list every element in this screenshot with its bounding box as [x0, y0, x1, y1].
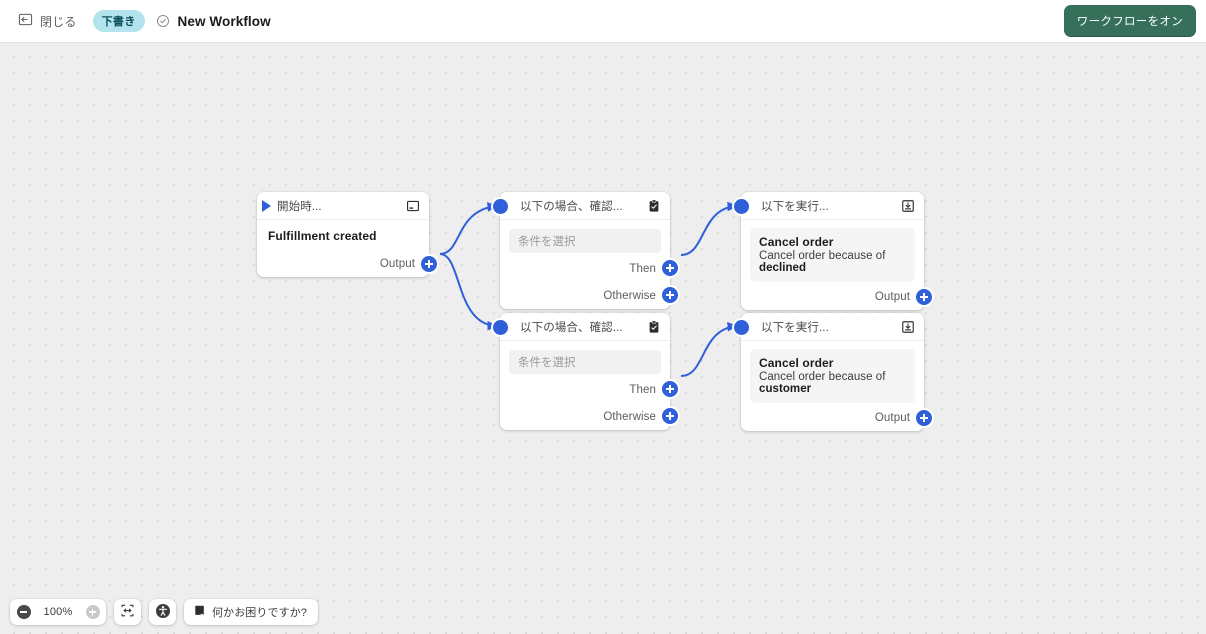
- node-header-label: 以下を実行...: [761, 200, 829, 213]
- action-detail-card: Cancel order Cancel order because of cus…: [750, 349, 915, 403]
- otherwise-label: Otherwise: [603, 289, 656, 302]
- condition-placeholder: 条件を選択: [518, 357, 576, 369]
- output-label: Output: [379, 258, 415, 270]
- fit-to-screen-button[interactable]: [114, 599, 141, 625]
- node-header: 開始時...: [257, 192, 429, 220]
- node-header-label: 以下を実行...: [761, 321, 829, 334]
- input-connector-dot[interactable]: [493, 199, 508, 214]
- help-button[interactable]: 何かお困りですか?: [184, 599, 319, 625]
- minus-circle-icon: [16, 605, 31, 619]
- exit-arrow-icon: [18, 12, 33, 30]
- then-label: Then: [629, 383, 656, 396]
- node-output-row: Output: [257, 251, 437, 277]
- fit-control-group: [114, 599, 141, 625]
- zoom-level-value: 100%: [43, 606, 73, 618]
- action-title: Cancel order: [759, 356, 834, 370]
- book-icon: [193, 604, 206, 620]
- display-monitor-icon: [406, 199, 420, 213]
- canvas-toolbar: 100%: [10, 599, 319, 625]
- input-connector-dot[interactable]: [734, 320, 749, 335]
- node-title: Fulfillment created: [268, 229, 377, 243]
- action-title: Cancel order: [759, 235, 834, 249]
- then-connector-add-button[interactable]: [662, 381, 678, 397]
- then-label: Then: [629, 262, 656, 275]
- action-description-emphasis: customer: [759, 383, 812, 395]
- plus-circle-icon: [85, 605, 100, 619]
- status-badge: 下書き: [92, 10, 145, 32]
- output-label: Output: [874, 291, 910, 303]
- condition-select-field[interactable]: 条件を選択: [509, 229, 661, 253]
- zoom-control-group: 100%: [10, 599, 106, 625]
- node-header: 以下を実行...: [741, 192, 924, 220]
- node-body: Fulfillment created: [257, 220, 429, 251]
- clipboard-check-icon: [647, 199, 661, 213]
- node-header-label: 以下の場合、確認...: [520, 200, 623, 213]
- node-action-2[interactable]: 以下を実行... Cancel order Cancel order becau…: [734, 313, 932, 431]
- connector-edges: [439, 201, 739, 377]
- zoom-out-button[interactable]: [10, 599, 37, 625]
- page-title: New Workflow: [177, 13, 271, 29]
- action-description-prefix: Cancel order because of: [759, 250, 886, 262]
- output-label: Output: [874, 412, 910, 424]
- close-button[interactable]: 閉じる: [12, 8, 83, 34]
- otherwise-label: Otherwise: [603, 410, 656, 423]
- node-output-row: Output: [741, 405, 932, 431]
- condition-select-field[interactable]: 条件を選択: [509, 350, 661, 374]
- action-description-prefix: Cancel order because of: [759, 371, 886, 383]
- output-connector-add-button[interactable]: [916, 410, 932, 426]
- node-output-row: Output: [741, 284, 932, 310]
- fit-to-screen-icon: [120, 603, 135, 621]
- node-header-label: 開始時...: [277, 200, 322, 213]
- input-connector-dot[interactable]: [734, 199, 749, 214]
- save-download-icon: [901, 199, 915, 213]
- condition-placeholder: 条件を選択: [518, 236, 576, 248]
- save-download-icon: [901, 320, 915, 334]
- turn-workflow-on-button[interactable]: ワークフローをオン: [1063, 5, 1196, 37]
- node-condition-1[interactable]: 以下の場合、確認... 条件を選択 Then Otherwise: [493, 192, 678, 309]
- check-circle-icon: [156, 14, 170, 28]
- node-header: 以下を実行...: [741, 313, 924, 341]
- input-connector-dot[interactable]: [493, 320, 508, 335]
- action-description: Cancel order because of declined: [759, 250, 906, 274]
- clipboard-check-icon: [647, 320, 661, 334]
- output-connector-add-button[interactable]: [916, 289, 932, 305]
- output-connector-add-button[interactable]: [421, 256, 437, 272]
- zoom-in-button[interactable]: [79, 599, 106, 625]
- node-trigger[interactable]: 開始時... Fulfillment created Output: [257, 192, 437, 277]
- otherwise-output-row: Otherwise: [500, 282, 678, 309]
- action-detail-card: Cancel order Cancel order because of dec…: [750, 228, 915, 282]
- otherwise-connector-add-button[interactable]: [662, 408, 678, 424]
- accessibility-group: [149, 599, 176, 625]
- help-label: 何かお困りですか?: [212, 607, 308, 619]
- node-header-label: 以下の場合、確認...: [520, 321, 623, 334]
- then-output-row: Then: [500, 376, 678, 403]
- then-output-row: Then: [500, 255, 678, 282]
- node-action-1[interactable]: 以下を実行... Cancel order Cancel order becau…: [734, 192, 932, 310]
- then-connector-add-button[interactable]: [662, 260, 678, 276]
- node-header: 以下の場合、確認...: [500, 192, 670, 220]
- workflow-canvas[interactable]: 開始時... Fulfillment created Output 以下の場合、…: [0, 43, 1206, 634]
- close-label: 閉じる: [40, 14, 77, 29]
- start-trigger-icon: [262, 200, 271, 212]
- otherwise-connector-add-button[interactable]: [662, 287, 678, 303]
- accessibility-button[interactable]: [149, 599, 176, 625]
- accessibility-icon: [155, 603, 171, 622]
- action-description: Cancel order because of customer: [759, 371, 906, 395]
- app-header: 閉じる 下書き New Workflow ワークフローをオン: [0, 0, 1206, 43]
- node-condition-2[interactable]: 以下の場合、確認... 条件を選択 Then Otherwise: [493, 313, 678, 430]
- action-description-emphasis: declined: [759, 262, 807, 274]
- otherwise-output-row: Otherwise: [500, 403, 678, 430]
- node-header: 以下の場合、確認...: [500, 313, 670, 341]
